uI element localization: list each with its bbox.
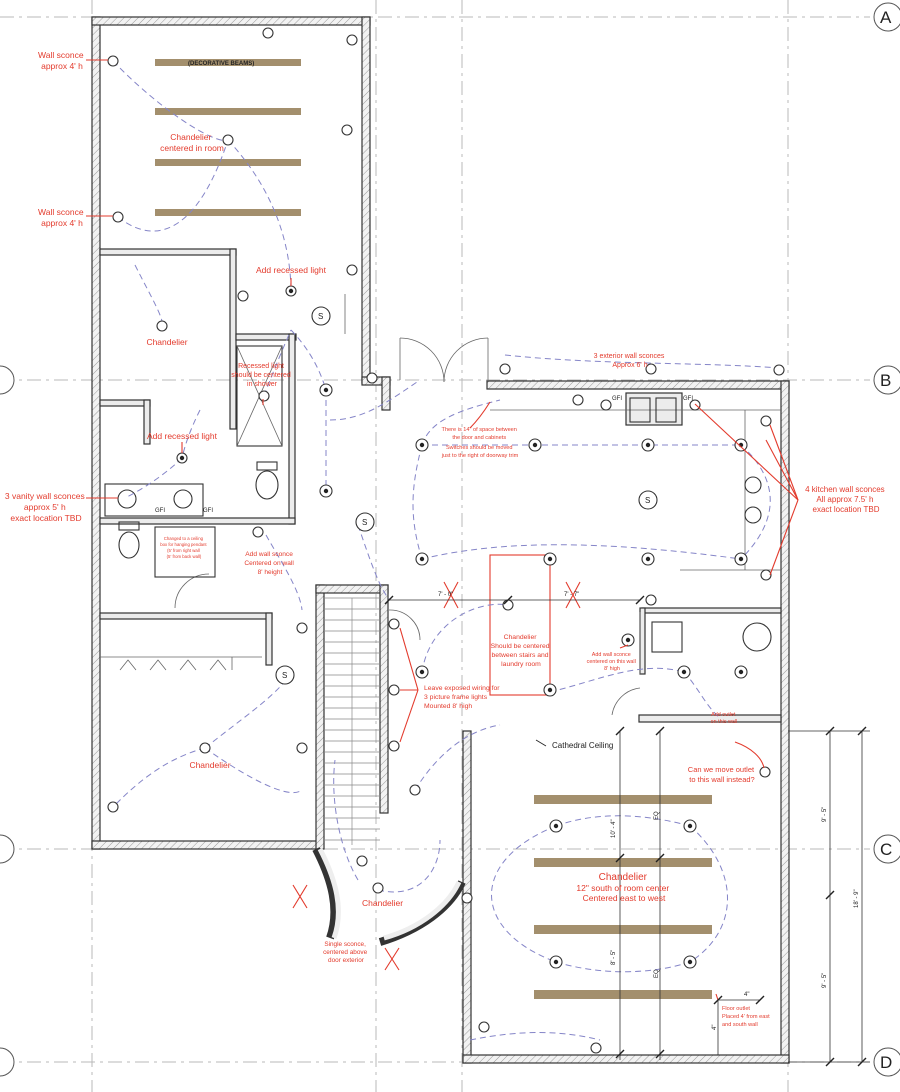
note-chandelier-room: Chandelier centered in room — [160, 132, 224, 153]
note-recessed-shower: Recessed light should be centered in sho… — [231, 363, 293, 388]
grid-label-d: D — [880, 1053, 892, 1072]
note-chandelier-bedroom: Chandelier — [189, 760, 230, 770]
note-add-recessed-1: Add recessed light — [256, 265, 327, 275]
note-space-between: There is 14" of space between the door a… — [441, 427, 519, 459]
svg-text:9' - 5": 9' - 5" — [822, 807, 828, 822]
entry-curved-walls — [312, 847, 466, 946]
gfi-labels: GFI GFI GFI GFI — [155, 396, 693, 514]
annotation-leaders — [86, 59, 799, 1001]
note-chandelier-left: Chandelier — [146, 337, 187, 347]
note-laundry-sconce: Add wall sconce centered on this wall 8'… — [587, 652, 638, 672]
dimension-lines — [384, 595, 870, 1067]
laundry-marker-box — [489, 554, 551, 696]
switch-symbols: S S S S — [275, 306, 658, 685]
svg-text:7' - 7": 7' - 7" — [564, 592, 579, 598]
grid-label-c: C — [880, 840, 892, 859]
grid-bubble-a: A — [873, 2, 900, 32]
grid-bubble-c: C — [873, 834, 900, 864]
note-chandelier-living: Chandelier 12" south of room center Cent… — [576, 872, 671, 903]
svg-text:7' - 0": 7' - 0" — [438, 592, 453, 598]
grid-bubble-b: B — [873, 365, 900, 395]
wall-sconce-fixture — [107, 55, 119, 67]
note-single-sconce: Single sconce, centered above door exter… — [323, 941, 369, 964]
switch-label: S — [645, 496, 650, 505]
note-add-recessed-2: Add recessed light — [147, 431, 218, 441]
light-fixtures — [107, 27, 785, 1054]
note-wall-sconce-2: Wall sconce approx 4' h — [38, 207, 86, 228]
note-changed-ceiling: Changed to a ceiling box for hanging pen… — [160, 536, 208, 559]
circuit-lines — [112, 60, 781, 1041]
svg-text:9' - 5": 9' - 5" — [822, 973, 828, 988]
switch-label: S — [362, 518, 367, 527]
wall-sconce-fixture — [112, 211, 124, 223]
svg-text:4": 4" — [744, 992, 749, 998]
staircase — [324, 597, 380, 845]
switch-label: S — [282, 671, 287, 680]
note-exterior-sconces: 3 exterior wall sconces Approx 6' h — [594, 353, 667, 369]
grid-lines — [0, 0, 870, 1092]
grid-label-b: B — [880, 371, 891, 390]
svg-text:8' - 5": 8' - 5" — [611, 950, 617, 965]
note-chandelier-stairs: Chandelier Should be centered between st… — [491, 634, 552, 668]
note-picture-lights: Leave exposed wiring for 3 picture frame… — [424, 685, 501, 710]
grid-bubble-d: D — [873, 1047, 900, 1077]
note-floor-outlet: Floor outlet Placed 4' from east and sou… — [722, 1006, 771, 1028]
exterior-walls — [91, 16, 790, 1064]
note-kitchen-sconces: 4 kitchen wall sconces All approx 7.5' h… — [805, 485, 887, 514]
svg-text:GFI: GFI — [683, 396, 693, 402]
cathedral-ceiling-label: Cathedral Ceiling — [552, 741, 613, 750]
note-add-outlet: Add outlet on this wall — [711, 712, 738, 725]
chandelier-fixture — [222, 134, 234, 146]
closet-rod — [100, 656, 262, 671]
fixture-centers — [179, 288, 744, 965]
svg-text:GFI: GFI — [155, 508, 165, 514]
beam-label: (DECORATIVE BEAMS) — [188, 61, 254, 67]
note-add-wall-sconce: Add wall sconce Centered on wall 8' heig… — [244, 551, 295, 576]
removal-marks — [292, 581, 581, 971]
annotations: Wall sconce approx 4' h Wall sconce appr… — [5, 50, 887, 1028]
interior-walls — [99, 248, 782, 675]
note-move-outlet: Can we move outlet to this wall instead? — [688, 765, 756, 784]
svg-text:EQ: EQ — [654, 969, 660, 978]
door-swings — [174, 294, 641, 716]
switch-label: S — [318, 312, 323, 321]
dimension-text: 7' - 0" 7' - 7" 10' - 4" EQ 8' - 5" EQ 9… — [438, 592, 860, 1030]
note-chandelier-entry: Chandelier — [362, 898, 403, 908]
svg-text:GFI: GFI — [203, 508, 213, 514]
svg-text:EQ: EQ — [654, 811, 660, 820]
note-vanity-sconces: 3 vanity wall sconces approx 5' h exact … — [5, 491, 87, 523]
svg-text:GFI: GFI — [612, 396, 622, 402]
grid-label-a: A — [880, 8, 892, 27]
decorative-beams — [155, 59, 712, 999]
svg-text:10' - 4": 10' - 4" — [611, 819, 617, 838]
svg-text:4": 4" — [712, 1025, 718, 1030]
note-wall-sconce-1: Wall sconce approx 4' h — [38, 50, 86, 71]
svg-text:18' - 9": 18' - 9" — [854, 889, 860, 908]
